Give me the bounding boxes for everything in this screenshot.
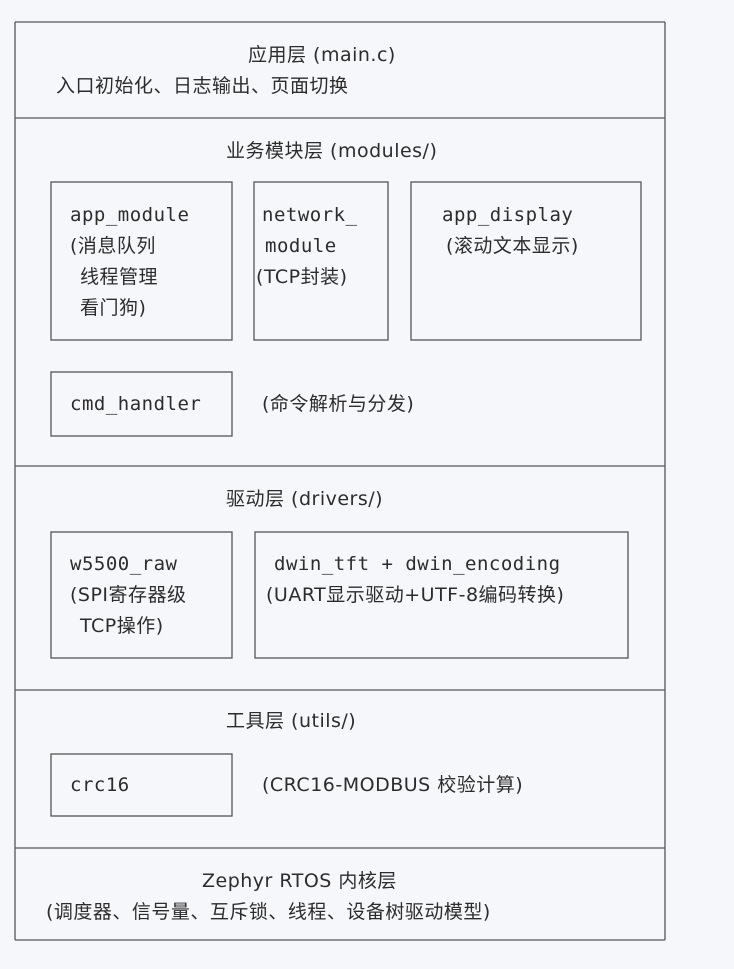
kernel-layer-desc: (调度器、信号量、互斥锁、线程、设备树驱动模型)	[46, 901, 491, 923]
network-module-name-1: network_	[262, 204, 358, 226]
utils-layer-title: 工具层 (utils/)	[226, 710, 357, 732]
w5500-line-2: TCP操作)	[80, 615, 164, 637]
network-module-desc: (TCP封装)	[256, 266, 348, 288]
w5500-line-1: (SPI寄存器级	[70, 584, 187, 606]
app-display-box	[410, 181, 642, 341]
app-module-line-1: (消息队列	[70, 235, 156, 257]
crc16-name: crc16	[70, 774, 130, 796]
app-module-box	[50, 181, 233, 341]
dwin-desc: (UART显示驱动+UTF-8编码转换)	[266, 584, 565, 606]
app-display-name: app_display	[442, 204, 574, 226]
w5500-box	[50, 531, 233, 659]
network-module-box	[253, 181, 389, 341]
cmd-handler-desc: (命令解析与分发)	[262, 393, 415, 415]
dwin-box	[254, 531, 629, 659]
app-display-desc: (滚动文本显示)	[446, 235, 579, 257]
kernel-layer-title: Zephyr RTOS 内核层	[202, 870, 397, 892]
crc16-desc: (CRC16-MODBUS 校验计算)	[262, 774, 524, 796]
w5500-name: w5500_raw	[70, 553, 178, 575]
cmd-handler-box	[50, 371, 233, 437]
app-layer-title: 应用层 (main.c)	[248, 44, 396, 66]
app-module-name: app_module	[70, 204, 190, 226]
crc16-box	[50, 753, 233, 817]
network-module-name-2: module	[265, 235, 337, 257]
cmd-handler-name: cmd_handler	[70, 393, 202, 415]
drivers-layer-title: 驱动层 (drivers/)	[226, 488, 384, 510]
modules-layer-title: 业务模块层 (modules/)	[226, 140, 438, 162]
app-module-line-2: 线程管理	[80, 266, 159, 288]
app-layer-desc: 入口初始化、日志输出、页面切换	[56, 75, 349, 97]
app-module-line-3: 看门狗)	[80, 297, 147, 319]
dwin-name: dwin_tft + dwin_encoding	[274, 553, 561, 575]
